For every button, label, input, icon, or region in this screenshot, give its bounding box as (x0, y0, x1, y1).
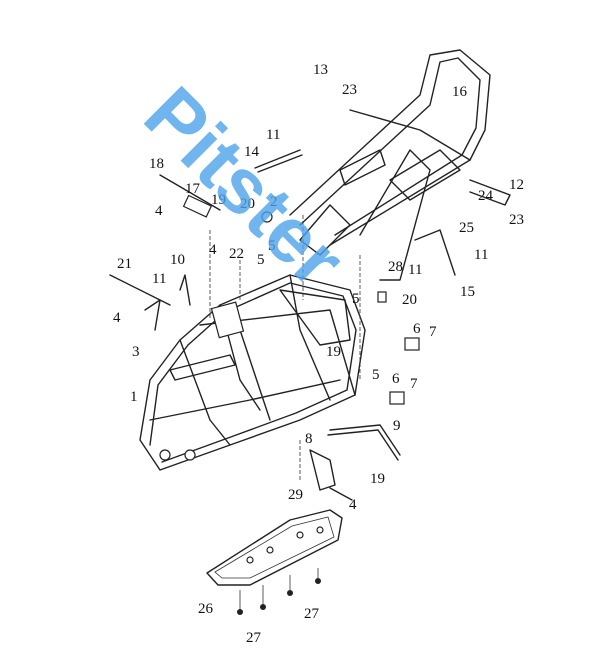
watermark: Pitster (128, 70, 362, 304)
callout: 11 (408, 262, 422, 278)
callout: 11 (266, 127, 280, 143)
callout: 19 (370, 471, 385, 487)
callout: 4 (113, 310, 121, 326)
loose-parts (109, 149, 511, 501)
callout: 13 (313, 62, 328, 78)
callout: 7 (429, 324, 437, 340)
callout: 18 (149, 156, 164, 172)
callout: 5 (352, 291, 360, 307)
callout: 1 (130, 389, 138, 405)
callout: 11 (474, 247, 488, 263)
callout: 24 (478, 188, 494, 204)
callout: 8 (305, 431, 313, 447)
callout: 21 (117, 256, 132, 272)
callout: 26 (198, 601, 214, 617)
skid-plate (206, 509, 343, 615)
callout: 4 (155, 203, 163, 219)
rear-subframe (289, 49, 491, 281)
callout: 3 (132, 344, 140, 360)
callout: 12 (509, 177, 524, 193)
callout: 5 (257, 252, 265, 268)
callout: 20 (402, 292, 417, 308)
callout: 4 (349, 497, 357, 513)
callout: 25 (459, 220, 474, 236)
callout: 10 (170, 252, 185, 268)
callout: 6 (392, 371, 400, 387)
callout: 27 (246, 630, 262, 646)
callout: 15 (460, 284, 475, 300)
callout: 27 (304, 606, 320, 622)
callout: 5 (372, 367, 380, 383)
callout: 7 (410, 376, 418, 392)
callout: 23 (342, 82, 357, 98)
callout: 19 (326, 344, 341, 360)
callout: 11 (152, 271, 166, 287)
callout: 23 (509, 212, 524, 228)
callout: 22 (229, 246, 244, 262)
callout: 20 (240, 196, 255, 212)
callout: 29 (288, 487, 303, 503)
callout: 17 (185, 181, 201, 197)
callout: 28 (388, 259, 403, 275)
callout: 16 (452, 84, 468, 100)
callout: 14 (244, 144, 260, 160)
callout: 5 (268, 238, 276, 254)
callout: 2 (270, 194, 278, 210)
callout: 19 (211, 192, 226, 208)
callout-labels: 13 23 16 11 14 12 24 23 25 18 17 20 2 19… (113, 62, 524, 646)
callout: 6 (413, 321, 421, 337)
assembly-lines (209, 215, 361, 480)
main-frame (139, 274, 366, 471)
callout: 9 (393, 418, 401, 434)
callout: 4 (209, 242, 217, 258)
